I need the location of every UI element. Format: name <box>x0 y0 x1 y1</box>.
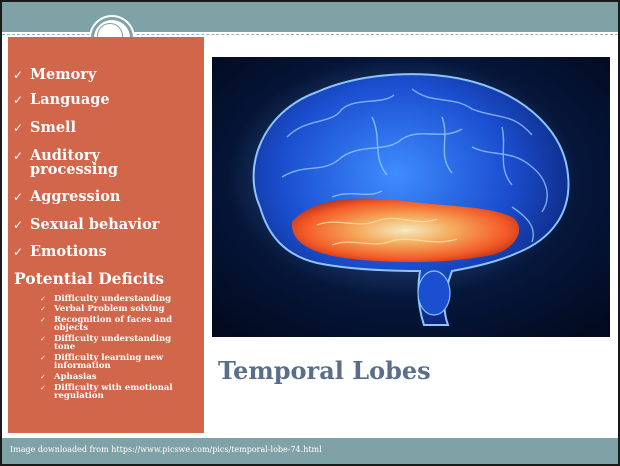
deficit-label: Difficulty with emotional <box>54 383 173 393</box>
function-label: Auditory <box>30 147 100 164</box>
check-icon: ✓ <box>13 93 24 107</box>
deficit-item: ✓ Recognition of faces and <box>40 315 173 325</box>
function-label: Language <box>30 91 110 108</box>
brain-illustration <box>212 57 610 337</box>
slide-title: Temporal Lobes <box>218 356 431 385</box>
check-icon: ✓ <box>13 121 24 135</box>
check-icon: ✓ <box>40 373 46 381</box>
deficit-item: ✓ Aphasias <box>40 372 97 382</box>
deficit-label: objects <box>54 323 88 333</box>
check-icon: ✓ <box>40 295 46 303</box>
deficit-label: tone <box>54 342 76 352</box>
check-icon: ✓ <box>13 149 24 163</box>
check-icon: ✓ <box>40 384 46 392</box>
function-label: Memory <box>30 66 97 83</box>
deficit-item-continued: objects <box>54 323 88 333</box>
brain-image <box>212 57 610 337</box>
deficits-heading: Potential Deficits <box>14 269 165 288</box>
function-label: Smell <box>30 119 77 136</box>
footer-band: Image downloaded from https://www.picswe… <box>2 438 618 464</box>
function-label: processing <box>30 161 119 178</box>
deficit-label: regulation <box>54 391 104 401</box>
deficit-label: Aphasias <box>54 372 97 382</box>
deficit-label: information <box>54 361 111 371</box>
deficit-item: ✓ Verbal Problem solving <box>40 304 165 314</box>
check-icon: ✓ <box>40 354 46 362</box>
deficit-item-continued: tone <box>54 342 76 352</box>
header-divider <box>2 34 618 35</box>
check-icon: ✓ <box>13 68 24 82</box>
deficit-label: Difficulty understanding <box>54 294 172 304</box>
check-icon: ✓ <box>40 305 46 313</box>
deficit-label: Difficulty learning new <box>54 353 164 363</box>
deficit-item: ✓ Difficulty understanding <box>40 294 172 304</box>
sidebar-panel: ✓ Memory ✓ Language ✓ Smell ✓ Auditory p… <box>8 37 204 433</box>
deficit-item-continued: information <box>54 361 111 371</box>
deficit-label: Recognition of faces and <box>54 315 173 325</box>
check-icon: ✓ <box>40 316 46 324</box>
check-icon: ✓ <box>13 190 24 204</box>
deficit-item: ✓ Difficulty understanding <box>40 334 172 344</box>
function-label: Sexual behavior <box>30 216 160 233</box>
check-icon: ✓ <box>40 335 46 343</box>
deficit-label: Verbal Problem solving <box>54 304 165 314</box>
image-credit: Image downloaded from https://www.picswe… <box>10 445 322 454</box>
function-label: Emotions <box>30 243 107 260</box>
deficit-item-continued: regulation <box>54 391 104 401</box>
function-label: Aggression <box>30 188 121 205</box>
deficit-label: Difficulty understanding <box>54 334 172 344</box>
deficit-item: ✓ Difficulty with emotional <box>40 383 173 393</box>
check-icon: ✓ <box>13 218 24 232</box>
check-icon: ✓ <box>13 245 24 259</box>
deficit-item: ✓ Difficulty learning new <box>40 353 164 363</box>
